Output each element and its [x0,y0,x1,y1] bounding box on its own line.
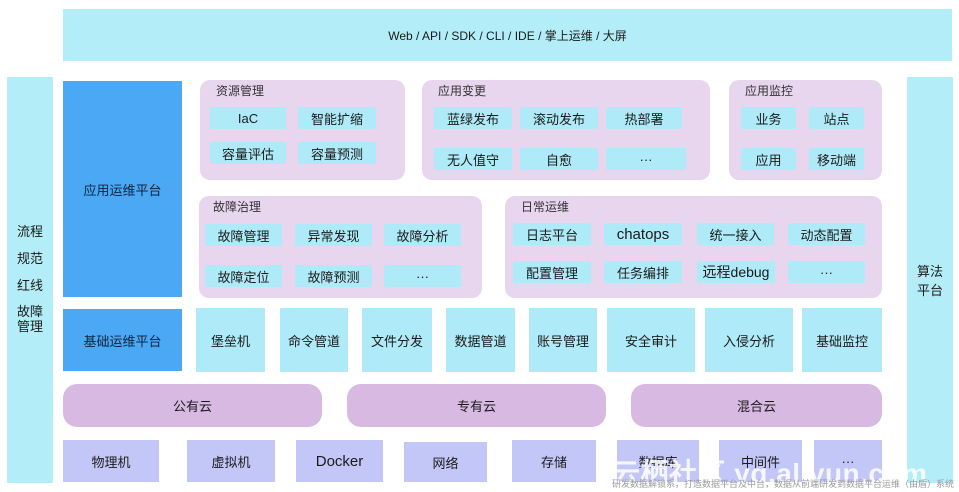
item-log-platform[interactable]: 日志平台 [513,223,591,245]
infra-physical-machine: 物理机 [63,440,159,482]
item-fault-analysis[interactable]: 故障分析 [384,224,461,246]
item-dynamic-config[interactable]: 动态配置 [788,223,865,245]
item-rolling-release[interactable]: 滚动发布 [520,107,598,129]
base-item-command-pipeline[interactable]: 命令管道 [280,308,348,372]
panel-resource-management: 资源管理 IaC 智能扩缩 容量评估 容量预测 [200,80,405,180]
base-item-data-pipeline[interactable]: 数据管道 [446,308,515,372]
infra-more: ··· [814,440,882,482]
governance-column: 流程 规范 红线 故障 管理 [7,77,53,483]
panel-title: 故障治理 [213,200,262,214]
item-fault-location[interactable]: 故障定位 [205,265,282,287]
infra-database: 数据库 [617,440,699,482]
item-more[interactable]: ··· [606,148,686,170]
watermark-subtitle: 研发数据解锁系，打造数据平台及中台，数据从前端研发到数据平台运维（由盾）系统 [612,479,955,489]
panel-fault-governance: 故障治理 故障管理 异常发现 故障分析 故障定位 故障预测 ··· [199,196,482,298]
item-business[interactable]: 业务 [741,107,796,129]
panel-title: 资源管理 [216,84,265,98]
item-application[interactable]: 应用 [741,148,796,170]
item-auto-scaling[interactable]: 智能扩缩 [298,107,376,129]
panel-application-monitoring: 应用监控 业务 站点 应用 移动端 [729,80,882,180]
item-capacity-forecast[interactable]: 容量预测 [298,142,376,164]
item-anomaly-detection[interactable]: 异常发现 [295,224,372,246]
algorithm-platform-column: 算法 平台 [907,77,953,483]
infra-network: 网络 [404,442,487,482]
panel-title: 日常运维 [521,200,570,214]
base-item-file-distribution[interactable]: 文件分发 [362,308,432,372]
item-unified-access[interactable]: 统一接入 [697,223,774,245]
item-unattended[interactable]: 无人值守 [434,148,512,170]
item-iac[interactable]: IaC [210,107,286,129]
panel-daily-operations: 日常运维 日志平台 chatops 统一接入 动态配置 配置管理 任务编排 远程… [505,196,882,298]
infra-middleware: 中间件 [719,440,802,482]
item-fault-prediction[interactable]: 故障预测 [295,265,372,287]
item-task-orchestration[interactable]: 任务编排 [604,261,682,283]
item-more[interactable]: ··· [788,261,865,283]
item-chatops[interactable]: chatops [604,223,682,245]
item-blue-green-release[interactable]: 蓝绿发布 [434,107,512,129]
item-self-healing[interactable]: 自愈 [520,148,598,170]
base-item-bastion-host[interactable]: 堡垒机 [196,308,265,372]
private-cloud: 专有云 [347,384,606,427]
infra-docker: Docker [296,440,383,482]
public-cloud: 公有云 [63,384,322,427]
watermark: 云栖社区 yq.aliyun.com [612,458,928,489]
item-fault-management[interactable]: 故障管理 [205,224,282,246]
governance-redline: 红线 [16,277,43,293]
item-more[interactable]: ··· [384,265,461,287]
base-item-intrusion-analysis[interactable]: 入侵分析 [705,308,793,372]
item-site[interactable]: 站点 [809,107,864,129]
algorithm-platform-label: 算法 平台 [916,264,943,298]
infra-virtual-machine: 虚拟机 [187,440,275,482]
infra-storage: 存储 [512,440,596,482]
item-remote-debug[interactable]: 远程debug [697,261,775,283]
base-item-account-management[interactable]: 账号管理 [529,308,597,372]
item-mobile[interactable]: 移动端 [809,148,864,170]
governance-fault-management: 故障 管理 [16,304,43,335]
hybrid-cloud: 混合云 [631,384,882,427]
access-channels-bar: Web / API / SDK / CLI / IDE / 掌上运维 / 大屏 [63,9,952,61]
governance-process: 流程 [16,223,43,239]
item-config-management[interactable]: 配置管理 [513,261,591,283]
item-hot-deploy[interactable]: 热部署 [606,107,682,129]
item-capacity-assessment[interactable]: 容量评估 [210,142,286,164]
base-ops-platform: 基础运维平台 [63,309,182,371]
base-item-security-audit[interactable]: 安全审计 [607,308,695,372]
app-ops-platform: 应用运维平台 [63,81,182,297]
governance-standards: 规范 [16,250,43,266]
panel-application-change: 应用变更 蓝绿发布 滚动发布 热部署 无人值守 自愈 ··· [422,80,710,180]
base-item-basic-monitoring[interactable]: 基础监控 [802,308,882,372]
panel-title: 应用变更 [438,84,487,98]
panel-title: 应用监控 [745,84,794,98]
